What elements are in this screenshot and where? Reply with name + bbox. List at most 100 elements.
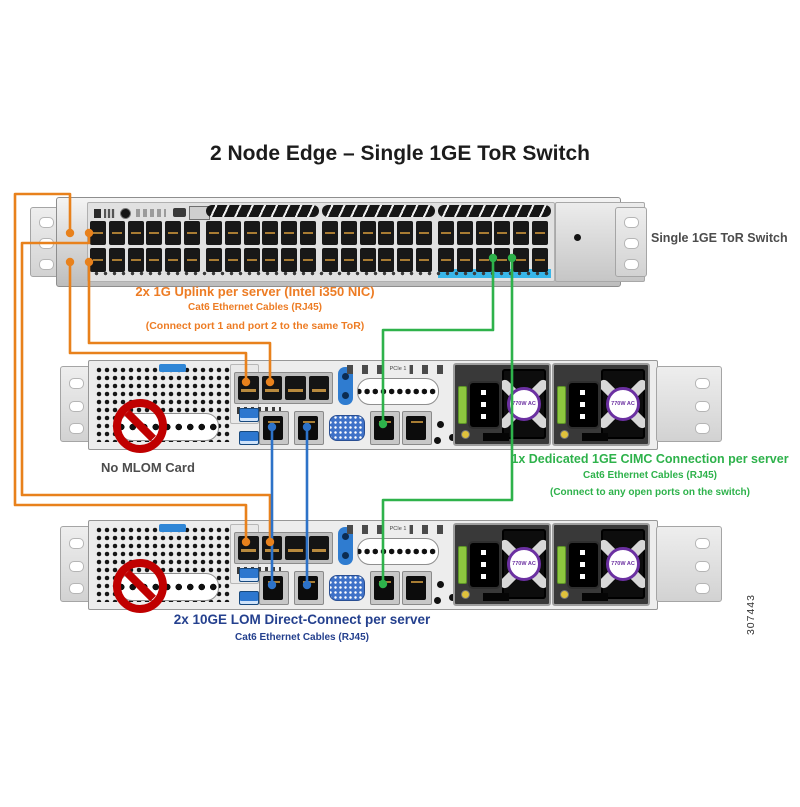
rack-hole (695, 583, 710, 594)
psu-led (560, 590, 569, 599)
server-chassis: PCIe 1 770W AC (88, 360, 658, 453)
switch-port (127, 221, 144, 245)
switch-port (531, 248, 548, 272)
switch-port (281, 221, 298, 245)
port-row-bottom (322, 248, 432, 272)
switch-port (378, 248, 395, 272)
vent-dots (92, 270, 552, 278)
nic-port-4 (308, 536, 329, 560)
switch-label: Single 1GE ToR Switch (651, 231, 788, 245)
psu-release-tab (458, 546, 467, 584)
vga-port (329, 415, 365, 441)
no-mlom-label: No MLOM Card (101, 460, 195, 475)
no-mlom-sign (113, 559, 167, 613)
psu-led (461, 590, 470, 599)
rack-hole (695, 538, 710, 549)
pcie1-slot-vent (357, 378, 439, 405)
pcie-slot-text: PCIe 1 (386, 525, 410, 534)
switch-port (475, 248, 492, 272)
psu-wattage-text: 770W AC (611, 561, 635, 567)
nic-port-2 (261, 536, 282, 560)
ac-inlet (468, 541, 501, 589)
nic-port-2 (261, 376, 282, 400)
cimc-port (370, 411, 400, 445)
switch-port (262, 248, 279, 272)
screw (574, 234, 581, 241)
pcie1-slot-vent (357, 538, 439, 565)
switch-port (146, 221, 163, 245)
switch-port (243, 248, 260, 272)
ac-inlet (468, 381, 501, 429)
group-label-bar (322, 205, 435, 217)
psu-wattage-label: 770W AC (606, 387, 640, 421)
psu-foot (483, 593, 509, 601)
psu-foot (582, 593, 608, 601)
pcie-slot-label: PCIe 1 (347, 365, 449, 374)
usb-ports (239, 568, 259, 605)
psu-1: 770W AC (453, 363, 551, 446)
switch-port (359, 248, 376, 272)
switch-port (108, 221, 125, 245)
psu-wattage-label: 770W AC (507, 387, 541, 421)
rack-hole (69, 378, 84, 389)
switch-port (224, 248, 241, 272)
switch-port (397, 221, 414, 245)
pcie-slot-text: PCIe 1 (386, 365, 410, 374)
i350-nic (234, 372, 333, 404)
port-row-bottom (438, 248, 548, 272)
vga-port (329, 575, 365, 601)
aux-rj45-port (402, 411, 432, 445)
switch-port (397, 248, 414, 272)
psu-release-tab (458, 386, 467, 424)
switch-port (531, 221, 548, 245)
psu-release-tab (557, 386, 566, 424)
cimc-annotation: 1x Dedicated 1GE CIMC Connection per ser… (492, 452, 800, 498)
port-row-top (438, 221, 548, 245)
i350-nic (234, 532, 333, 564)
port-row-bottom (90, 248, 200, 272)
switch-port (183, 248, 200, 272)
psu-led (560, 430, 569, 439)
psu-release-tab (557, 546, 566, 584)
switch-port (206, 221, 222, 245)
switch-port (299, 248, 316, 272)
nic-port-4 (308, 376, 329, 400)
group-label-bar (206, 205, 319, 217)
nic-port-1 (238, 376, 259, 400)
switch-port (456, 221, 473, 245)
blue-latch (159, 364, 186, 372)
port-row-bottom (206, 248, 316, 272)
psu-wattage-text: 770W AC (512, 561, 536, 567)
rack-hole (69, 538, 84, 549)
cimc-line3: (Connect to any open ports on the switch… (550, 487, 750, 498)
switch-port (340, 248, 357, 272)
psu-wattage-text: 770W AC (611, 401, 635, 407)
port-row-top (206, 221, 316, 245)
switch-port (438, 221, 454, 245)
switch-port (206, 248, 222, 272)
cimc-port (370, 571, 400, 605)
switch-port (165, 221, 182, 245)
port-group-3 (322, 203, 435, 281)
group-label-bar (438, 205, 551, 217)
psu-2: 770W AC (552, 523, 650, 606)
nic-port-3 (285, 376, 306, 400)
switch-port (243, 221, 260, 245)
rack-hole (69, 423, 84, 434)
rack-hole (624, 259, 639, 270)
switch-port (90, 221, 106, 245)
port-group-1 (90, 203, 203, 281)
blue-handle (338, 527, 353, 565)
psu-2: 770W AC (552, 363, 650, 446)
switch-port (494, 248, 511, 272)
switch-port (322, 221, 338, 245)
chassis-markings (437, 421, 444, 428)
uplink-line1: 2x 1G Uplink per server (Intel i350 NIC) (135, 284, 375, 299)
switch-port-panel (87, 202, 555, 282)
switch-port (183, 221, 200, 245)
switch-port (415, 221, 432, 245)
switch-port (475, 221, 492, 245)
switch-port (165, 248, 182, 272)
ac-inlet (567, 541, 600, 589)
psu-wattage-text: 770W AC (512, 401, 536, 407)
